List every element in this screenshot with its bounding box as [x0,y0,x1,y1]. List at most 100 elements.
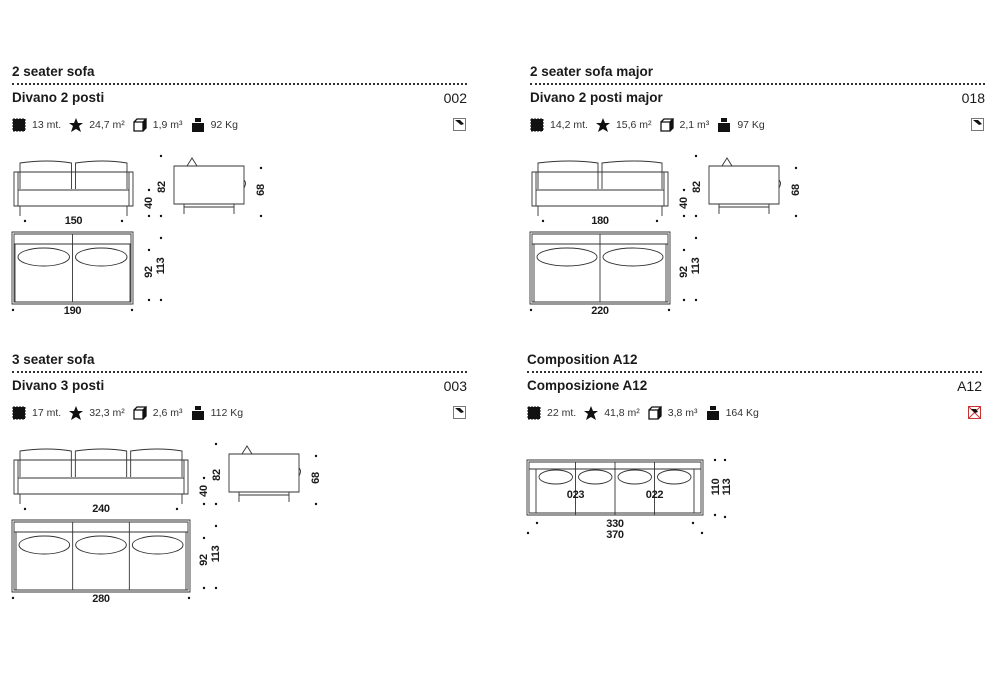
dimension-dot [655,219,659,223]
dimension-dot [694,236,698,240]
dim-depth: 113 [210,545,222,563]
dimension-dot [147,298,151,302]
dim-depth: 113 [155,257,167,275]
sofa-drawing [529,154,798,312]
seat-pillow [617,469,652,485]
leather-area: 24,7 m² [89,119,125,131]
dimension-dot [694,298,698,302]
weight-value: 92 Kg [210,119,239,131]
dimension-dot [23,219,27,223]
fabric-icon [530,118,544,132]
front-view-body [13,459,189,495]
dimension-dot [147,188,151,192]
dimension-dot [694,214,698,218]
dim-front-width: 240 [92,503,110,515]
specs-row: 17 mt. 32,3 m² 2,6 m³ 112 Kg [12,406,251,420]
no-removable-cover-icon [968,406,981,419]
dimension-dot [159,214,163,218]
leather-icon [584,406,599,420]
leather-icon [69,118,84,132]
dimension-dot [713,458,717,462]
title-english: 2 seater sofa major [530,64,654,79]
dimension-dot [159,236,163,240]
fabric-meters: 22 mt. [547,407,577,419]
dimension-dot [667,308,671,312]
dim-seat-height: 40 [678,197,690,209]
product-section: 3 seater sofa Divano 3 posti 003 17 mt. … [11,352,467,612]
front-view-legs [19,494,183,504]
side-view-body [228,453,300,493]
leather-area: 15,6 m² [615,119,652,131]
back-cushion [19,448,72,477]
dim-seat-depth: 92 [678,266,690,278]
dimension-dot [682,298,686,302]
front-view-body [531,171,669,207]
dimension-dot [529,308,533,312]
dotted-divider [12,371,467,373]
product-section: 2 seater sofa major Divano 2 posti major… [529,64,985,324]
dimension-dot [314,454,318,458]
dim-inner-width: 330 [606,518,624,530]
leather-icon [595,118,610,132]
volume-icon [133,406,147,420]
dimension-dot [214,502,218,506]
dim-front-width: 180 [591,215,609,227]
title-italian: Divano 3 posti [12,378,105,393]
dimension-dot [794,166,798,170]
dimension-dot [713,513,717,517]
weight-icon [191,118,204,132]
dim-seat-depth: 92 [143,266,155,278]
title-italian: Divano 2 posti major [530,90,663,105]
dim-width: 370 [606,529,624,541]
plan-view-outline [529,231,671,305]
dim-depth: 113 [721,478,733,496]
dimension-dot [202,502,206,506]
weight-value: 97 Kg [737,119,765,131]
seat-pillow [578,469,613,485]
dimension-dot [214,442,218,446]
front-view-seat [535,172,665,206]
volume-value: 1,9 m³ [152,119,183,131]
back-cushion [537,160,599,189]
fabric-meters: 13 mt. [32,119,62,131]
dimension-dot [794,214,798,218]
dimension-dot [175,507,179,511]
seat-pillow [17,247,70,267]
seat-pillow [602,247,664,267]
seat-pillow [75,535,127,555]
dimension-dot [130,308,134,312]
cover-symbol-icon [453,406,466,419]
specs-row: 14,2 mt. 15,6 m² 2,1 m³ 97 Kg [530,118,773,132]
dim-seat-height: 40 [198,485,210,497]
dim-front-width: 150 [64,215,83,227]
dimension-dot [147,214,151,218]
title-italian: Composizione A12 [527,378,648,393]
dimension-dot [11,596,15,600]
dim-plan-width: 220 [591,305,609,317]
volume-value: 2,1 m³ [679,119,710,131]
dim-side-depth: 68 [790,184,802,196]
front-view-legs [537,206,663,216]
product-section: 2 seater sofa Divano 2 posti 002 13 mt. … [11,64,467,324]
dim-depth: 113 [690,257,702,275]
dimension-dot [159,298,163,302]
side-view-detail [718,157,781,214]
sofa-drawing [11,154,263,312]
dimension-dot [23,507,27,511]
dimension-dot [202,586,206,590]
specs-row: 22 mt. 41,8 m² 3,8 m³ 164 Kg [527,406,767,420]
weight-value: 112 Kg [210,407,244,419]
title-english: Composition A12 [527,352,638,367]
dimension-dot [214,586,218,590]
dim-seat-depth: 92 [198,554,210,566]
dotted-divider [12,83,467,85]
volume-icon [648,406,662,420]
back-cushion [601,160,663,189]
plan-view-frame [13,521,189,591]
dimension-dot [691,521,695,525]
back-cushion [130,448,183,477]
product-code: 018 [961,90,985,106]
dimension-dot [541,219,545,223]
seat-pillow [18,535,71,555]
cover-symbol-icon [971,118,984,131]
